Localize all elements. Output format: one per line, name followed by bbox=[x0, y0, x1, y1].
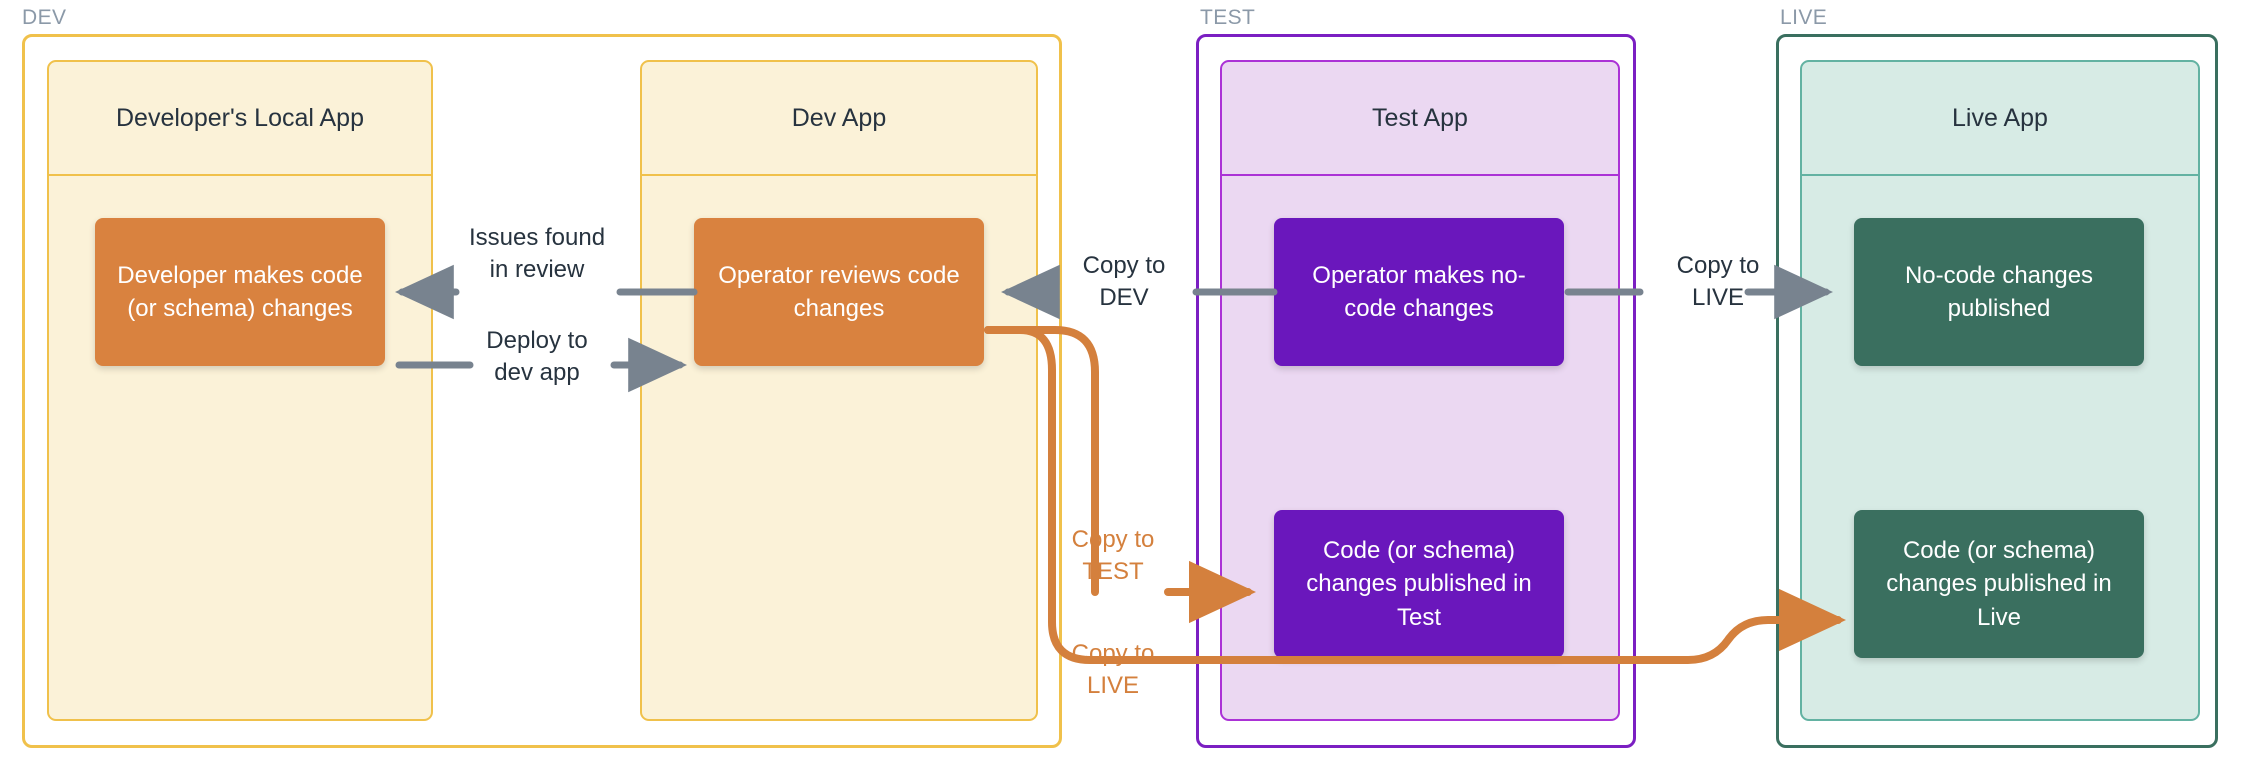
node-operator-makes-nocode[interactable]: Operator makes no-code changes bbox=[1274, 218, 1564, 366]
env-label-test: TEST bbox=[1200, 6, 1256, 29]
node-code-published-live[interactable]: Code (or schema) changes published in Li… bbox=[1854, 510, 2144, 658]
app-header-test-app: Test App bbox=[1220, 60, 1620, 176]
node-nocode-published-live[interactable]: No-code changes published bbox=[1854, 218, 2144, 366]
node-developer-makes-changes[interactable]: Developer makes code (or schema) changes bbox=[95, 218, 385, 366]
edge-label-issues-found: Issues found in review bbox=[468, 224, 606, 284]
edge-label-copy-to-live-code: Copy to LIVE bbox=[1071, 640, 1155, 700]
env-container-test bbox=[1196, 34, 1636, 748]
app-title-dev-local: Developer's Local App bbox=[116, 103, 364, 132]
env-container-live bbox=[1776, 34, 2218, 748]
app-title-test-app: Test App bbox=[1372, 103, 1468, 132]
edge-label-copy-to-dev: Copy to DEV bbox=[1082, 252, 1166, 312]
env-label-dev: DEV bbox=[22, 6, 67, 29]
app-title-dev-app: Dev App bbox=[791, 103, 887, 132]
edge-label-copy-to-live-nocode: Copy to LIVE bbox=[1676, 252, 1760, 312]
node-operator-reviews-code[interactable]: Operator reviews code changes bbox=[694, 218, 984, 366]
edge-label-copy-to-test: Copy to TEST bbox=[1071, 526, 1155, 586]
app-header-live-app: Live App bbox=[1800, 60, 2200, 176]
env-label-live: LIVE bbox=[1780, 6, 1828, 29]
app-header-dev-app: Dev App bbox=[640, 60, 1038, 176]
edge-label-deploy-to-dev-app: Deploy to dev app bbox=[486, 327, 588, 387]
node-code-published-test[interactable]: Code (or schema) changes published in Te… bbox=[1274, 510, 1564, 658]
app-header-dev-local: Developer's Local App bbox=[47, 60, 433, 176]
app-title-live-app: Live App bbox=[1952, 103, 2048, 132]
